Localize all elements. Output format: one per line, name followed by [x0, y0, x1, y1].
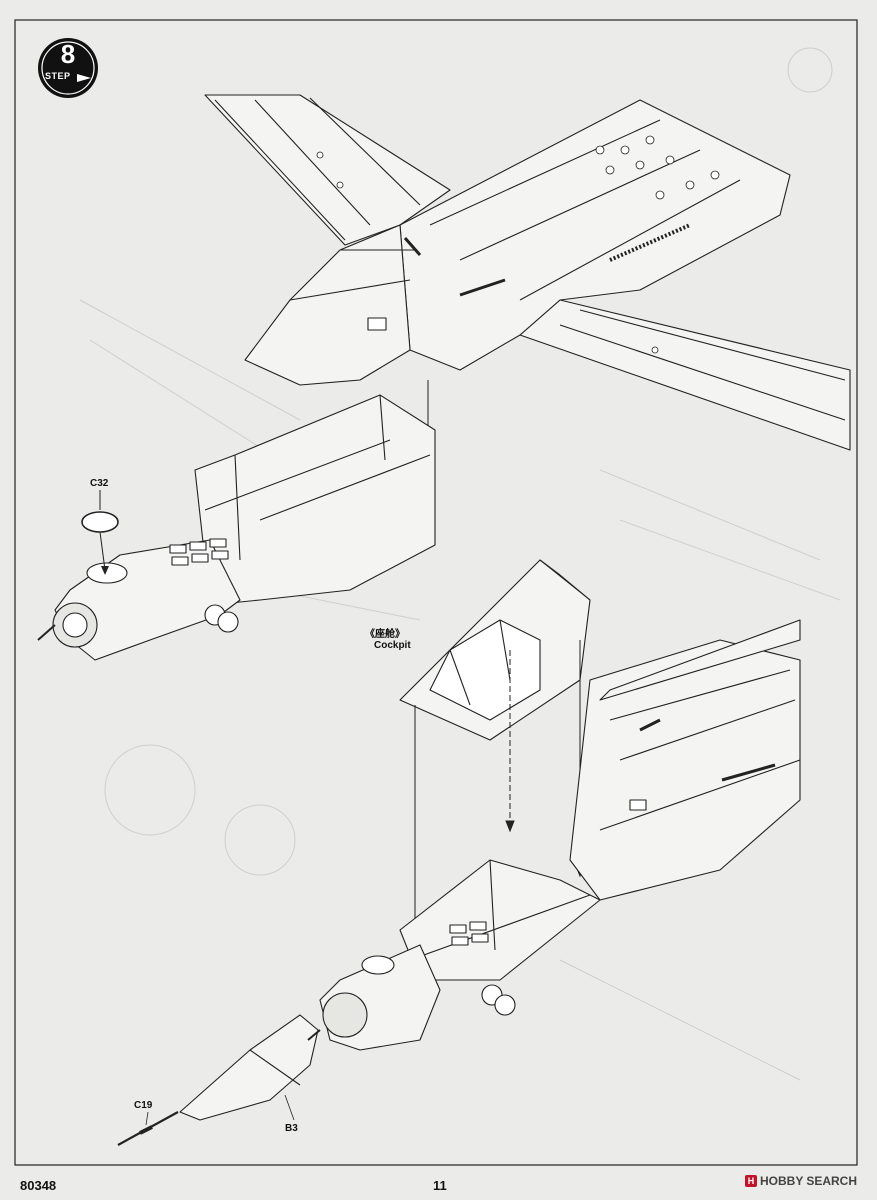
page-number: 11 [433, 1178, 447, 1193]
step-badge: 8 STEP [37, 37, 99, 99]
label-b3: B3 [285, 1123, 298, 1134]
hobby-logo-icon: H [744, 1175, 757, 1187]
part-c32-disc [81, 511, 119, 533]
step-badge-icon [38, 38, 98, 98]
leader-lines [145, 1094, 295, 1126]
assembled-aircraft [117, 619, 801, 1146]
forward-fuselage-box [37, 394, 436, 661]
cockpit-canopy [399, 559, 591, 741]
upper-rivets [316, 135, 720, 354]
step-number: 8 [60, 39, 76, 69]
label-c32: C32 [90, 478, 109, 489]
upper-fuselage-wings [204, 94, 851, 451]
watermark: H HOBBY SEARCH [744, 1174, 857, 1188]
label-cockpit-cn: 《座舱》 [365, 629, 405, 640]
label-cockpit-en: Cockpit [374, 640, 411, 651]
step-word: STEP [45, 71, 71, 81]
page-border [14, 19, 858, 1166]
watermark-brand: HOBBY [759, 1174, 804, 1188]
label-c19: C19 [134, 1100, 153, 1111]
part-number: 80348 [20, 1178, 57, 1193]
watermark-suffix: SEARCH [806, 1174, 857, 1188]
